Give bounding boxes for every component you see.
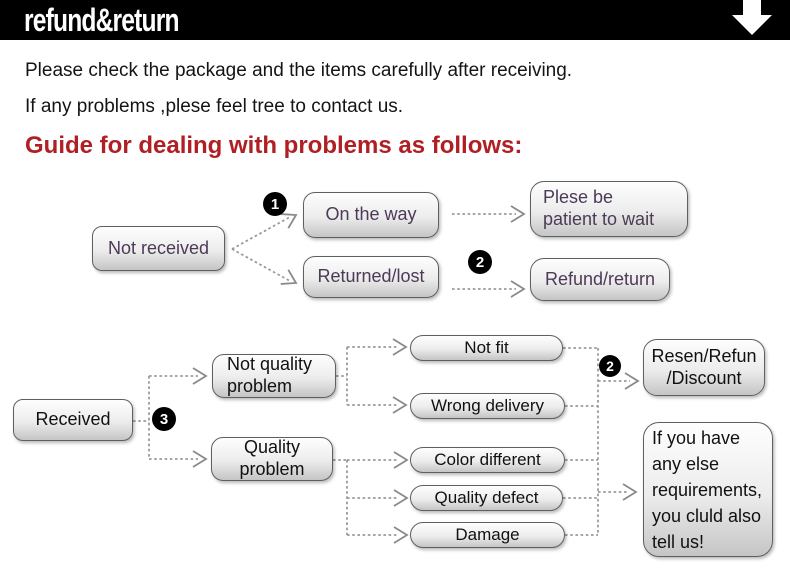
node-not-received: Not received — [92, 226, 225, 271]
node-damage: Damage — [410, 522, 565, 548]
node-received: Received — [13, 399, 133, 441]
node-wrong-delivery: Wrong delivery — [410, 393, 565, 419]
intro-line-2: If any problems ,plese feel tree to cont… — [25, 96, 404, 117]
node-refund-return: Refund/return — [530, 258, 670, 301]
node-returned-lost: Returned/lost — [303, 256, 439, 298]
node-on-the-way: On the way — [303, 192, 439, 238]
node-not-quality-problem: Not quality problem — [212, 354, 336, 398]
node-extra-note: If you have any else requirements, you c… — [643, 422, 773, 557]
down-arrow-icon — [732, 0, 772, 35]
guide-heading: Guide for dealing with problems as follo… — [25, 132, 523, 159]
node-resend-refund-discount: Resen/Refun /Discount — [643, 339, 765, 396]
banner: refund&return — [0, 0, 790, 40]
banner-title: refund&return — [24, 3, 180, 39]
step-badge-3: 3 — [152, 407, 176, 431]
step-badge-2: 2 — [468, 250, 492, 274]
step-badge-1: 1 — [263, 192, 287, 216]
node-not-fit: Not fit — [410, 335, 563, 361]
node-be-patient: Plese be patient to wait — [530, 181, 688, 237]
node-color-different: Color different — [410, 447, 565, 473]
step-badge-2b: 2 — [599, 355, 621, 377]
intro-line-1: Please check the package and the items c… — [25, 60, 573, 81]
node-quality-defect: Quality defect — [410, 485, 563, 511]
node-quality-problem: Quality problem — [211, 437, 333, 481]
